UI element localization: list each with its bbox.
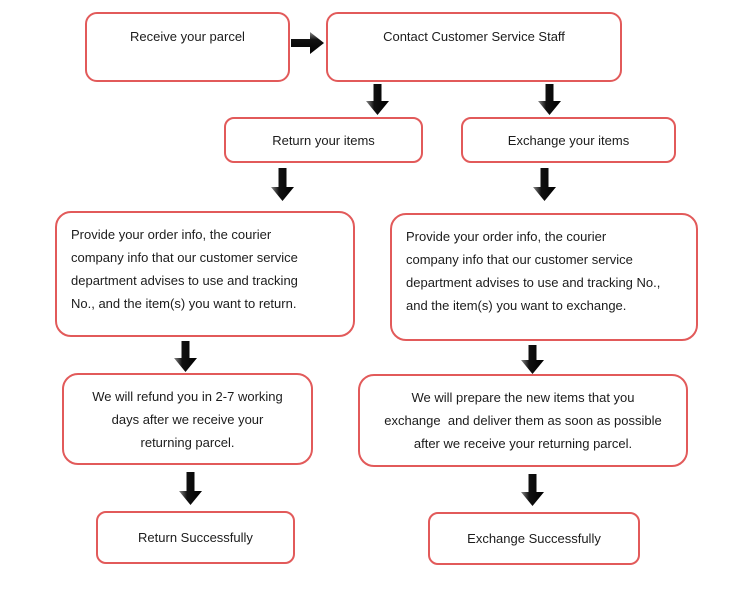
arrow-down-icon: [521, 345, 544, 374]
node-label: Exchange Successfully: [467, 531, 601, 546]
node-text: Provide your order info, the courier com…: [406, 229, 661, 313]
node-text: We will prepare the new items that you e…: [384, 390, 662, 451]
arrow-down-icon: [521, 474, 544, 506]
node-label: Return Successfully: [138, 530, 253, 545]
node-label: Exchange your items: [507, 132, 630, 148]
node-return-your-items: Return your items: [224, 117, 423, 163]
node-refund-timeline: We will refund you in 2-7 working days a…: [62, 373, 313, 465]
arrow-down-icon: [366, 84, 389, 115]
arrow-down-icon: [179, 472, 202, 505]
arrow-down-icon: [271, 168, 294, 201]
node-contact-customer-service: Contact Customer Service Staff: [326, 12, 622, 82]
node-prepare-new-items: We will prepare the new items that you e…: [358, 374, 688, 467]
node-return-instructions: Provide your order info, the courier com…: [55, 211, 355, 337]
arrow-down-icon: [533, 168, 556, 201]
node-text: We will refund you in 2-7 working days a…: [92, 388, 283, 450]
node-receive-parcel: Receive your parcel: [85, 12, 290, 82]
node-exchange-success: Exchange Successfully: [428, 512, 640, 565]
arrow-down-icon: [174, 341, 197, 372]
node-exchange-your-items: Exchange your items: [461, 117, 676, 163]
node-return-success: Return Successfully: [96, 511, 295, 564]
node-label: Contact Customer Service Staff: [383, 29, 565, 44]
node-label: Receive your parcel: [130, 29, 245, 44]
node-exchange-instructions: Provide your order info, the courier com…: [390, 213, 698, 341]
node-label: Return your items: [272, 132, 375, 148]
arrow-down-icon: [538, 84, 561, 115]
arrow-right-icon: [291, 32, 324, 54]
node-text: Provide your order info, the courier com…: [71, 227, 298, 311]
